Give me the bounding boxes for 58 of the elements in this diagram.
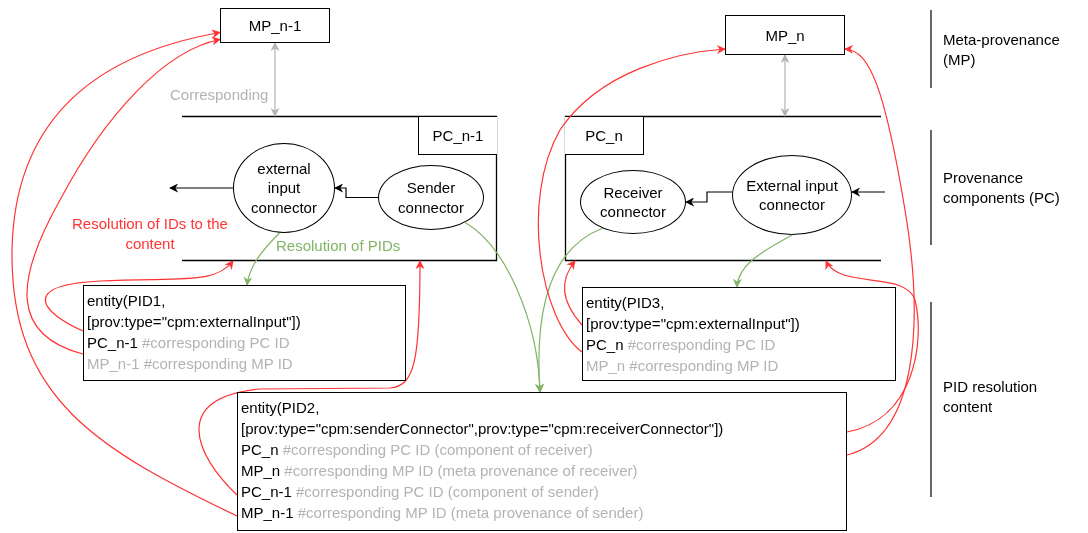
connector-label: Receiver connector (599, 182, 667, 222)
code-line: PC_n (241, 441, 279, 458)
code-line: entity(PID2, (241, 399, 320, 416)
arrow (334, 183, 379, 199)
section-label: PID resolution content (943, 377, 1039, 416)
code-line: [prov:type="cpm:externalInput"]) (87, 313, 301, 330)
comment-text: #corresponding PC ID (627, 336, 776, 353)
code-line: [prov:type="cpm:senderConnector",prov:type="cpm:receiverConnector"]) (241, 420, 724, 437)
arrow (244, 232, 281, 286)
meta-provenance-box (220, 8, 330, 43)
component-band (565, 116, 881, 261)
annotation-text: Resolution of PIDs (276, 236, 402, 256)
arrow (198, 260, 425, 496)
code-line: MP_n-1 (241, 504, 294, 521)
code-line: PC_n-1 (87, 334, 138, 351)
comment-text: #corresponding PC ID (component of sender) (296, 483, 599, 500)
arrow (825, 260, 919, 433)
comment-text: #corresponding MP ID (meta provenance of receiver) (284, 462, 638, 479)
comment-text: MP_n #corresponding MP ID (586, 357, 779, 374)
component-tab: PC_n (565, 116, 644, 155)
meta-provenance-box (725, 15, 845, 55)
code-line: PC_n-1 (241, 483, 292, 500)
connector-label: external input connector (250, 158, 318, 218)
arrow (563, 260, 583, 326)
arrow (851, 187, 886, 197)
comment-text: #corresponding MP ID (meta provenance of sender) (297, 504, 644, 521)
arrow (685, 191, 733, 207)
arrow (26, 37, 221, 355)
section-label: Provenance components (PC) (943, 168, 1061, 207)
entity-box (83, 285, 406, 381)
arrow (733, 234, 793, 288)
arrow (464, 221, 544, 393)
connector-label: Sender connector (397, 178, 465, 217)
arrow (169, 183, 234, 193)
arrow (44, 260, 234, 332)
comment-text: MP_n-1 #corresponding MP ID (87, 355, 293, 372)
arrow (535, 227, 604, 393)
arrow (537, 45, 726, 353)
arrow (11, 29, 238, 517)
edge-label: Corresponding (170, 86, 269, 103)
code-line: MP_n (241, 462, 281, 479)
code-line: entity(PID3, (586, 294, 665, 311)
arrow (780, 54, 790, 117)
connector-label: External input connector (745, 175, 839, 215)
code-line: PC_n (586, 336, 624, 353)
arrow (844, 46, 915, 456)
annotation-text: Resolution of IDs to the content (71, 214, 229, 253)
box-title: MP_n (765, 26, 805, 44)
comment-text: #corresponding PC ID (142, 334, 290, 351)
component-tab: PC_n-1 (418, 116, 497, 155)
entity-box (237, 392, 847, 531)
entity-box (582, 287, 896, 381)
comment-text: #corresponding PC ID (component of receiver) (282, 441, 593, 458)
section-label: Meta-provenance (MP) (943, 30, 1061, 69)
code-line: [prov:type="cpm:externalInput"]) (586, 315, 800, 332)
arrow (270, 42, 280, 117)
code-line: entity(PID1, (87, 292, 166, 309)
box-title: MP_n-1 (248, 17, 302, 34)
